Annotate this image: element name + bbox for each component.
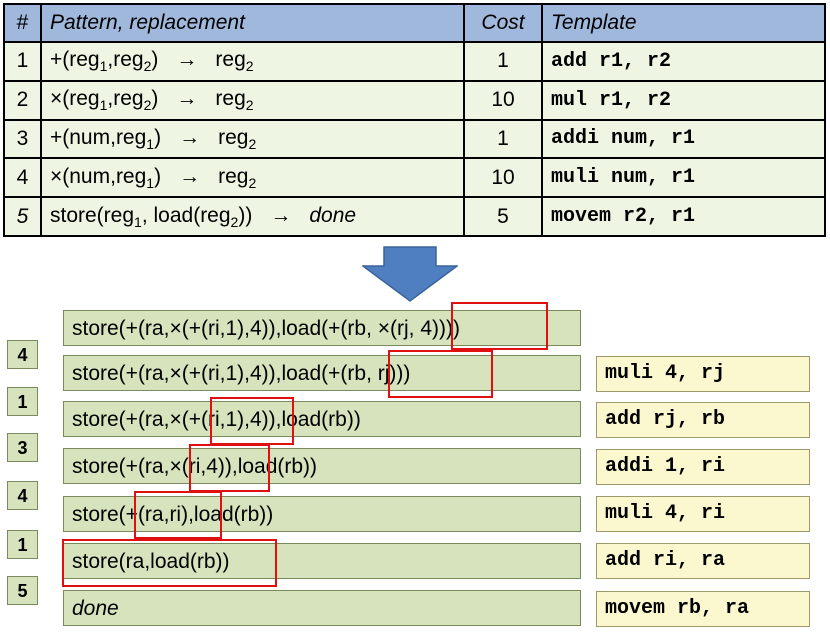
- table-row: 4 ×(num,reg1) → reg2 10 muli num, r1: [3, 157, 826, 199]
- row-pattern-lhs: ×(num,reg1): [50, 164, 162, 191]
- expression-step-2: store(+(ra,×(+(ri,1),4)),load(+(rb, rj))…: [63, 355, 581, 391]
- expression-step-1: store(+(ra,×(+(ri,1),4)),load(+(rb, ×(rj…: [63, 310, 581, 346]
- emitted-instruction: muli 4, ri: [596, 496, 810, 532]
- row-cost: 1: [463, 118, 543, 160]
- header-pattern: Pattern, replacement: [40, 3, 465, 43]
- row-num: 2: [3, 79, 42, 121]
- header-cost: Cost: [463, 3, 543, 43]
- row-num: 5: [3, 196, 42, 237]
- row-template: movem r2, r1: [541, 196, 826, 237]
- table-row: 2 ×(reg1,reg2) → reg2 10 mul r1, r2: [3, 79, 826, 121]
- row-pattern-rhs: done: [309, 203, 357, 227]
- row-arrow: →: [176, 48, 198, 72]
- row-arrow: →: [179, 125, 201, 149]
- rule-badge: 1: [7, 530, 38, 559]
- row-arrow: →: [179, 164, 201, 188]
- row-cost: 1: [463, 41, 543, 82]
- header-num: #: [3, 3, 42, 43]
- row-pattern-lhs: +(reg1,reg2): [50, 48, 159, 75]
- row-pattern-lhs: ×(reg1,reg2): [50, 87, 159, 114]
- row-pattern: store(reg1, load(reg2)) → done: [40, 196, 465, 237]
- expression-step-4: store(+(ra,×(ri,4)),load(rb)): [63, 448, 581, 484]
- row-num: 1: [3, 41, 42, 82]
- expression-step-done: done: [63, 590, 581, 626]
- row-pattern: ×(num,reg1) → reg2: [40, 157, 465, 199]
- rule-badge: 3: [7, 433, 38, 462]
- row-cost: 5: [463, 196, 543, 237]
- row-template: add r1, r2: [541, 41, 826, 82]
- row-cost: 10: [463, 157, 543, 199]
- row-pattern: ×(reg1,reg2) → reg2: [40, 79, 465, 121]
- emitted-instruction: muli 4, rj: [596, 356, 810, 392]
- row-num: 3: [3, 118, 42, 160]
- row-pattern-lhs: +(num,reg1): [50, 125, 162, 153]
- rule-badge: 5: [7, 576, 38, 605]
- rule-badge: 4: [7, 481, 38, 510]
- row-template: addi num, r1: [541, 118, 826, 160]
- row-template: mul r1, r2: [541, 79, 826, 121]
- emitted-instruction: addi 1, ri: [596, 449, 810, 485]
- row-pattern-rhs: reg2: [215, 87, 254, 114]
- down-arrow-icon: [362, 246, 458, 302]
- pattern-table: # Pattern, replacement Cost Template 1 +…: [3, 3, 826, 237]
- table-row: 3 +(num,reg1) → reg2 1 addi num, r1: [3, 118, 826, 160]
- row-arrow: →: [176, 87, 198, 111]
- row-pattern: +(reg1,reg2) → reg2: [40, 41, 465, 82]
- emitted-instruction: add rj, rb: [596, 402, 810, 438]
- expression-step-3: store(+(ra,×(+(ri,1),4)),load(rb)): [63, 401, 581, 437]
- row-pattern-rhs: reg2: [218, 125, 257, 153]
- rule-badge: 4: [7, 340, 38, 369]
- row-pattern-rhs: reg2: [215, 48, 254, 75]
- emitted-instruction: movem rb, ra: [596, 591, 810, 627]
- expression-step-6: store(ra,load(rb)): [63, 543, 581, 579]
- row-pattern: +(num,reg1) → reg2: [40, 118, 465, 160]
- table-header-row: # Pattern, replacement Cost Template: [3, 3, 826, 43]
- emitted-instruction: add ri, ra: [596, 543, 810, 579]
- row-pattern-rhs: reg2: [218, 164, 257, 191]
- table-row: 5 store(reg1, load(reg2)) → done 5 movem r…: [3, 196, 826, 237]
- header-template: Template: [541, 3, 826, 43]
- row-pattern-lhs: store(reg1, load(reg2)): [50, 203, 253, 230]
- row-cost: 10: [463, 79, 543, 121]
- row-num: 4: [3, 157, 42, 199]
- expression-step-5: store(+(ra,ri),load(rb)): [63, 496, 581, 532]
- table-row: 1 +(reg1,reg2) → reg2 1 add r1, r2: [3, 41, 826, 82]
- rule-badge: 1: [7, 387, 38, 416]
- row-arrow: →: [270, 203, 292, 227]
- row-template: muli num, r1: [541, 157, 826, 199]
